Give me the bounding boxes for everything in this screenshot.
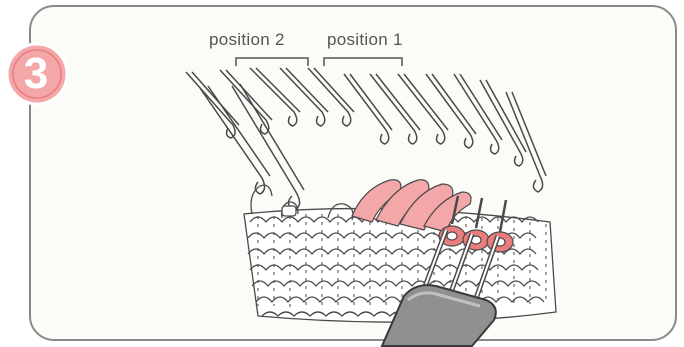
label-position-1: position 1 [327, 30, 403, 50]
step-number: 3 [6, 44, 66, 104]
label-position-2: position 2 [209, 30, 285, 50]
